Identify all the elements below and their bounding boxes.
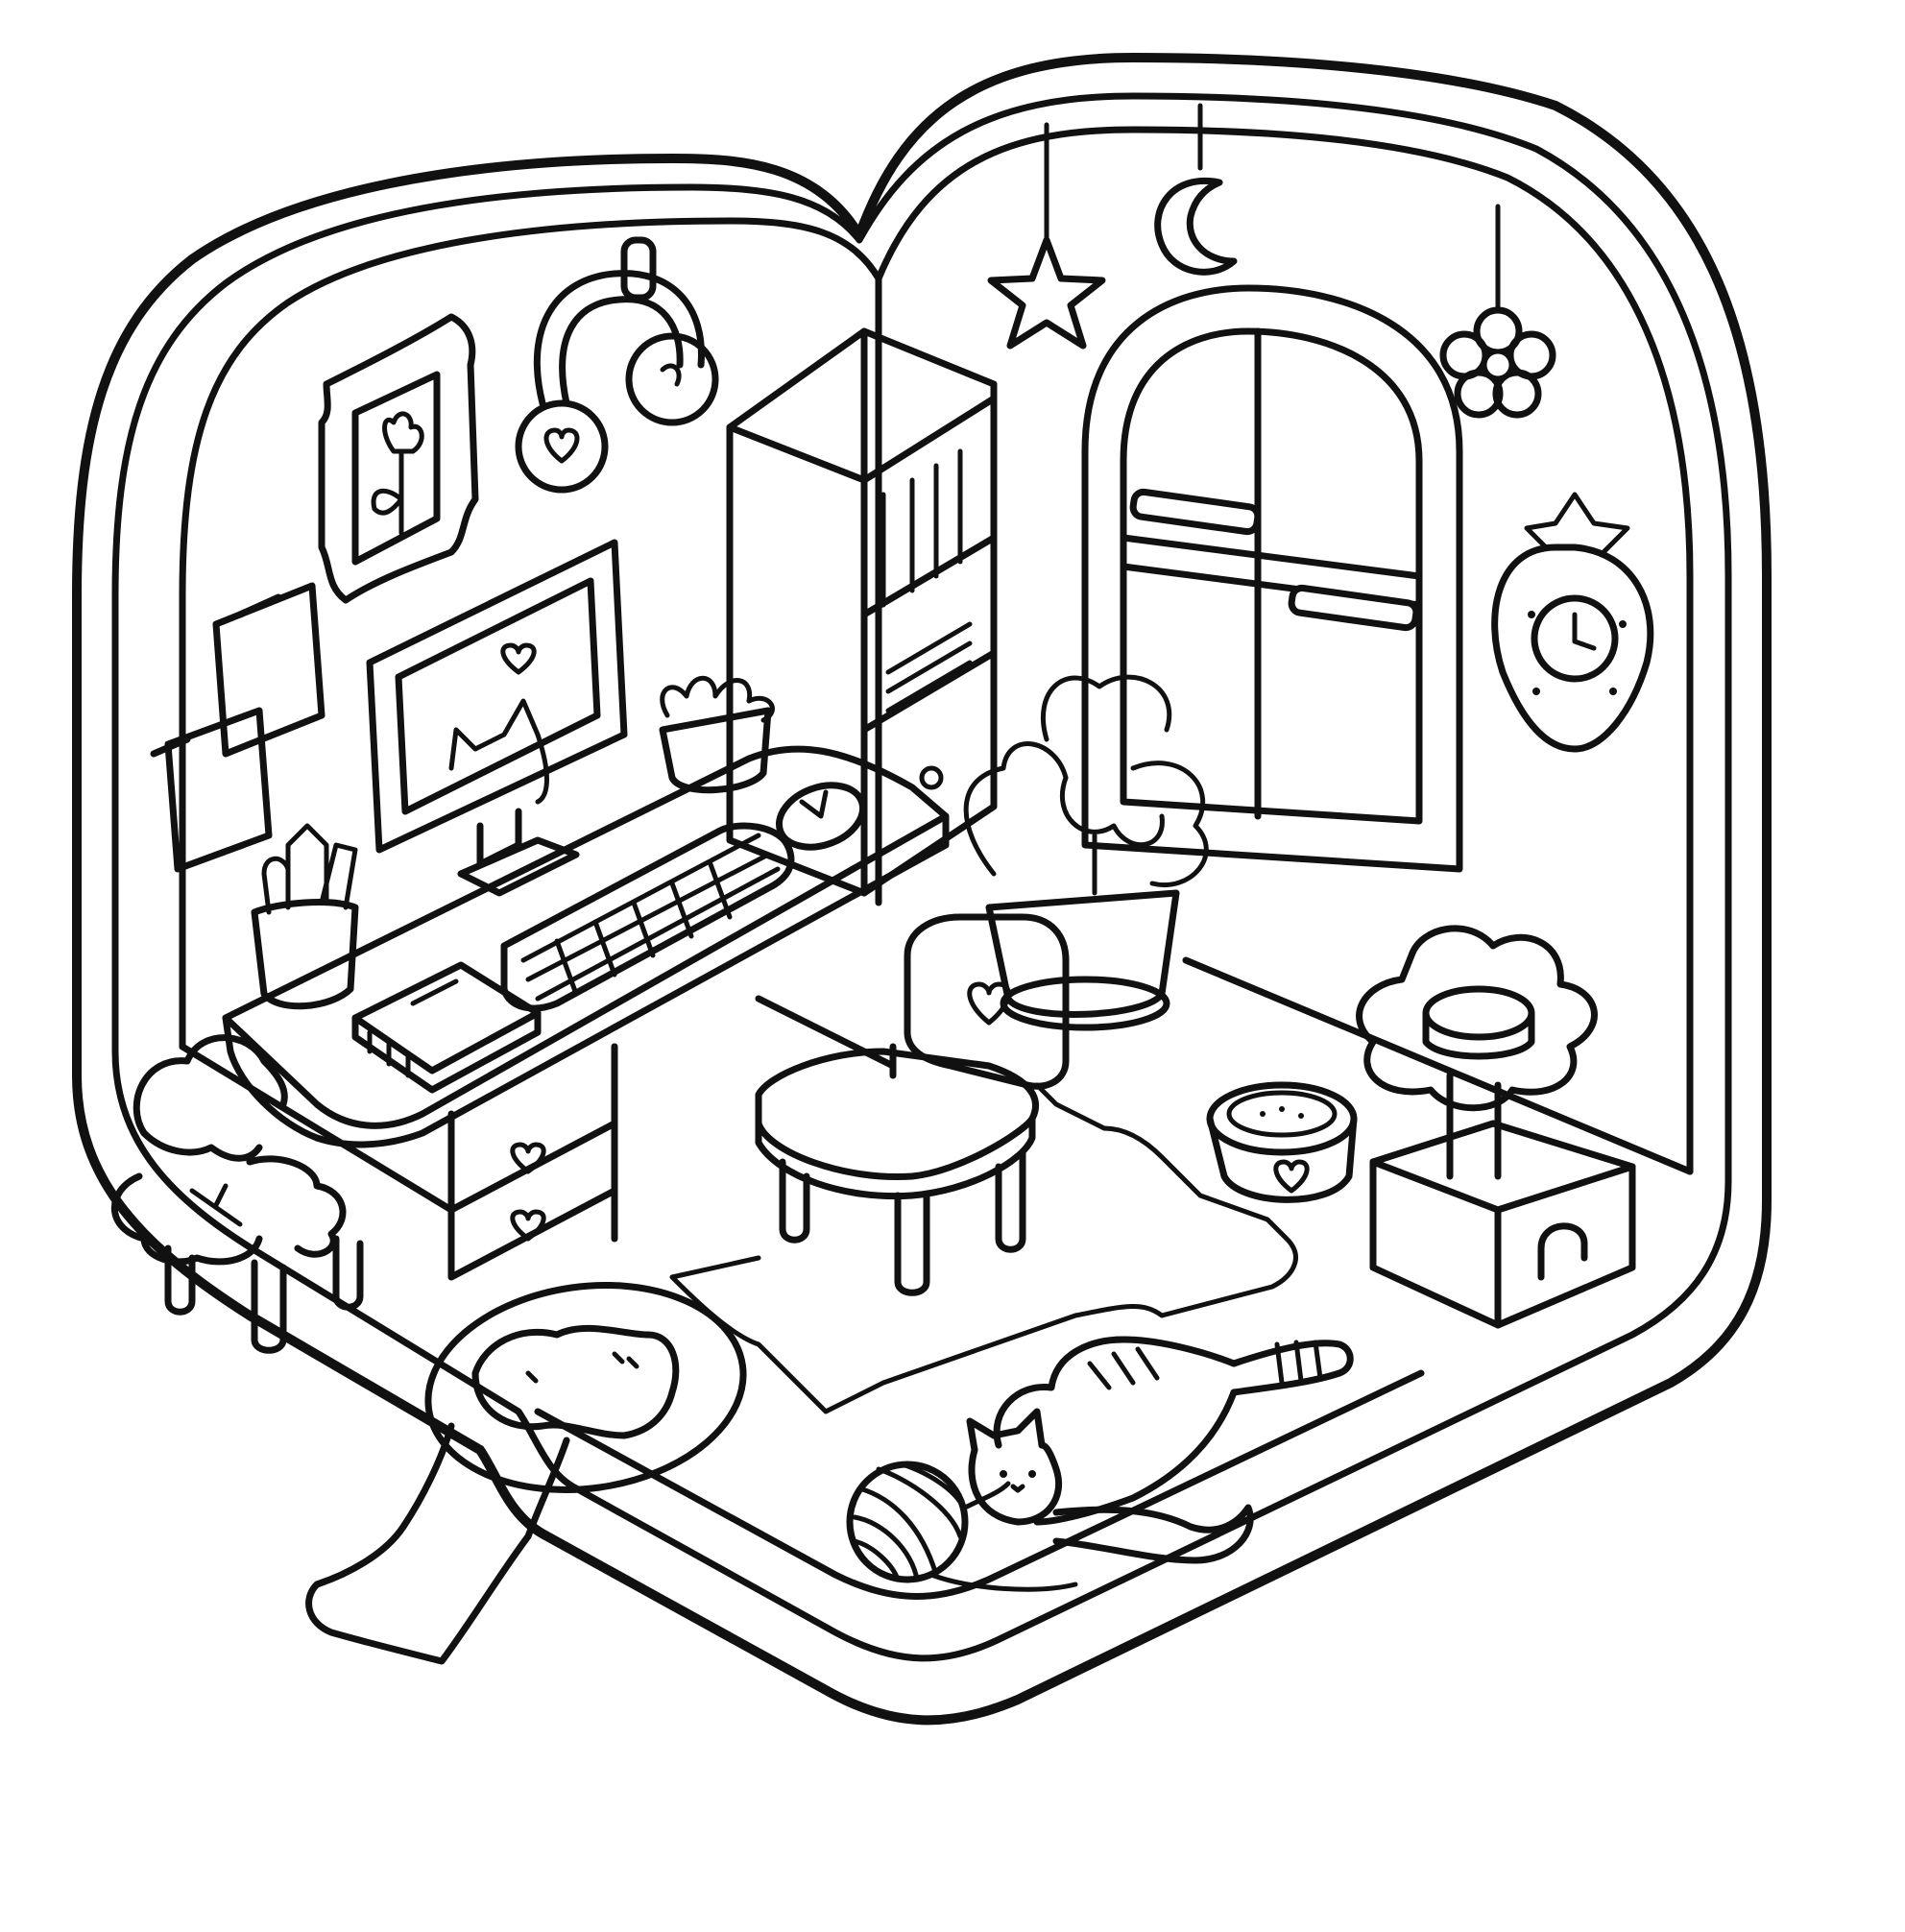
bookshelf	[726, 327, 998, 897]
cat-tree-flower	[1356, 925, 1636, 1329]
pencil-cup	[251, 823, 359, 1010]
sleeping-cat	[966, 1336, 1354, 1564]
succulent-pot	[659, 675, 775, 794]
hanging-flower-ornament	[1439, 204, 1556, 419]
leafy-stool	[110, 1034, 364, 1354]
headphones-on-hook	[515, 236, 719, 494]
pet-food-bowl	[1206, 1081, 1358, 1203]
room-frame-outline	[72, 53, 1772, 1726]
framed-flower-picture	[318, 313, 479, 604]
mouse	[775, 782, 867, 851]
strawberry-clock	[1491, 492, 1654, 753]
hanging-star-ornament	[987, 122, 1106, 350]
arched-window	[1081, 284, 1463, 873]
hanging-moon-ornament	[1154, 103, 1238, 276]
sticky-notes	[150, 582, 326, 873]
keyboard	[500, 822, 795, 1012]
floor-rug	[669, 1082, 1298, 1414]
yarn-ball	[846, 1461, 1078, 1592]
cat-bed	[305, 1282, 747, 1665]
potted-plant	[963, 674, 1209, 1031]
desk-chair-heart	[755, 913, 1070, 1296]
computer-monitor-cat	[366, 539, 628, 897]
desk	[222, 745, 950, 1281]
notebook	[351, 961, 542, 1094]
